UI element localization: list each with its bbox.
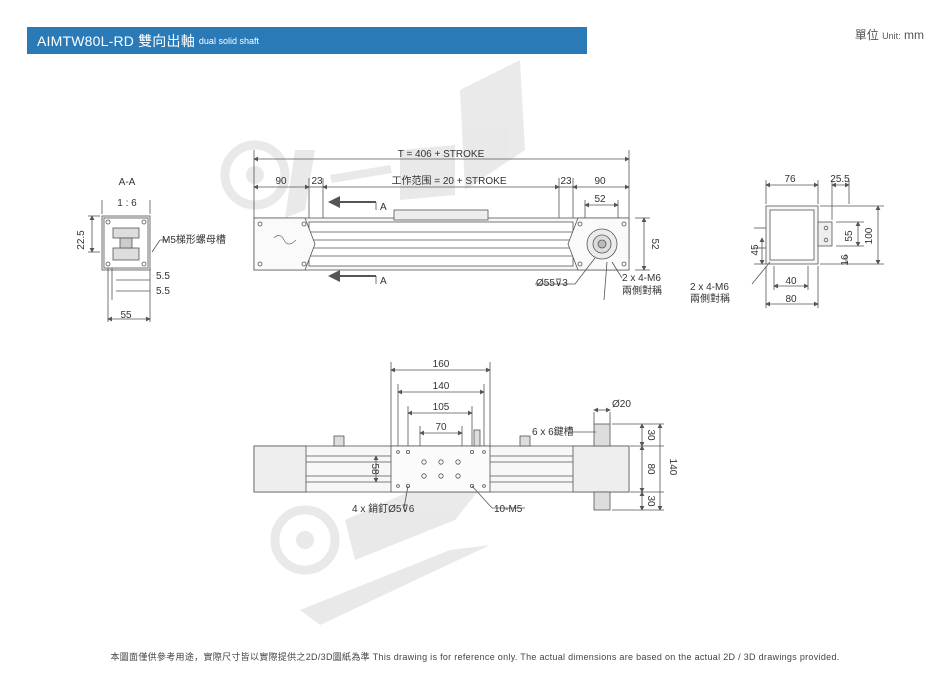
- top-view: [253, 362, 664, 511]
- side-symmetric-note: 兩側對稱: [690, 292, 730, 305]
- dim-52-top: 52: [594, 194, 606, 205]
- watermark: [220, 60, 525, 625]
- cut-label-a-top: A: [380, 202, 387, 213]
- keyway-note: 6 x 6鍵槽: [532, 425, 574, 438]
- title-banner: AIMTW80L-RD 雙向出軸 dual solid shaft: [27, 27, 587, 54]
- m6-note: 2 x 4-M6: [622, 273, 661, 284]
- slot-note: M5梯形螺母槽: [162, 233, 226, 246]
- dim-shaft-dia: Ø20: [612, 399, 631, 410]
- section-scale: 1 : 6: [117, 198, 137, 209]
- dim-work-range: 工作范围 = 20 + STROKE: [391, 174, 506, 187]
- dim-25-5: 25.5: [830, 174, 850, 185]
- dim-100: 100: [864, 227, 875, 244]
- dim-55-side: 55: [844, 230, 855, 242]
- unit-label-cn: 單位: [854, 28, 879, 42]
- dim-5-5-a: 5.5: [156, 271, 170, 282]
- pins-note: 4 x 銷釘Ø5⊽6: [352, 502, 415, 515]
- dim-5-5-b: 5.5: [156, 286, 170, 297]
- dim-40: 40: [785, 276, 797, 287]
- dim-52-right: 52: [649, 238, 660, 250]
- unit-label: 單位 Unit: mm: [855, 26, 924, 43]
- model-name-cn: 雙向出軸: [138, 32, 195, 49]
- dim-76: 76: [784, 174, 796, 185]
- dim-160: 160: [433, 359, 450, 370]
- dim-23-right: 23: [560, 176, 572, 187]
- section-label: A-A: [119, 177, 136, 188]
- symmetric-note: 兩側對稱: [622, 284, 662, 297]
- cut-label-a-bottom: A: [380, 276, 387, 287]
- dim-30-top: 30: [645, 429, 656, 441]
- footer-disclaimer: 本圖面僅供參考用途，實際尺寸皆以實際提供之2D/3D圖紙為準 This draw…: [110, 652, 840, 662]
- bore-note: Ø55⊽3: [536, 278, 568, 289]
- section-view: [88, 200, 168, 322]
- dim-80-top: 80: [645, 463, 656, 475]
- dim-total-length: T = 406 + STROKE: [398, 149, 485, 160]
- dim-140: 140: [433, 381, 450, 392]
- dim-105: 105: [433, 402, 450, 413]
- m5-note: 10-M5: [494, 504, 523, 515]
- dim-30-bottom: 30: [645, 495, 656, 507]
- unit-label-en: Unit:: [882, 31, 901, 41]
- dim-90-left: 90: [275, 176, 287, 187]
- dim-58: 58: [369, 463, 380, 475]
- dim-80: 80: [785, 294, 797, 305]
- model-name-en: dual solid shaft: [198, 35, 259, 46]
- dim-140-vertical: 140: [667, 459, 678, 476]
- model-name: AIMTW80L-RD: [37, 32, 135, 49]
- dim-70: 70: [435, 422, 447, 433]
- dim-45: 45: [750, 244, 761, 256]
- unit-value: mm: [904, 28, 924, 42]
- dim-16: 16: [840, 254, 851, 266]
- dim-55: 55: [120, 310, 132, 321]
- dim-90-right: 90: [594, 176, 606, 187]
- front-view: [253, 150, 650, 301]
- dim-22-5: 22.5: [76, 230, 87, 250]
- side-view: [751, 180, 884, 308]
- side-m6-note: 2 x 4-M6: [690, 282, 729, 293]
- dim-23-left: 23: [311, 176, 323, 187]
